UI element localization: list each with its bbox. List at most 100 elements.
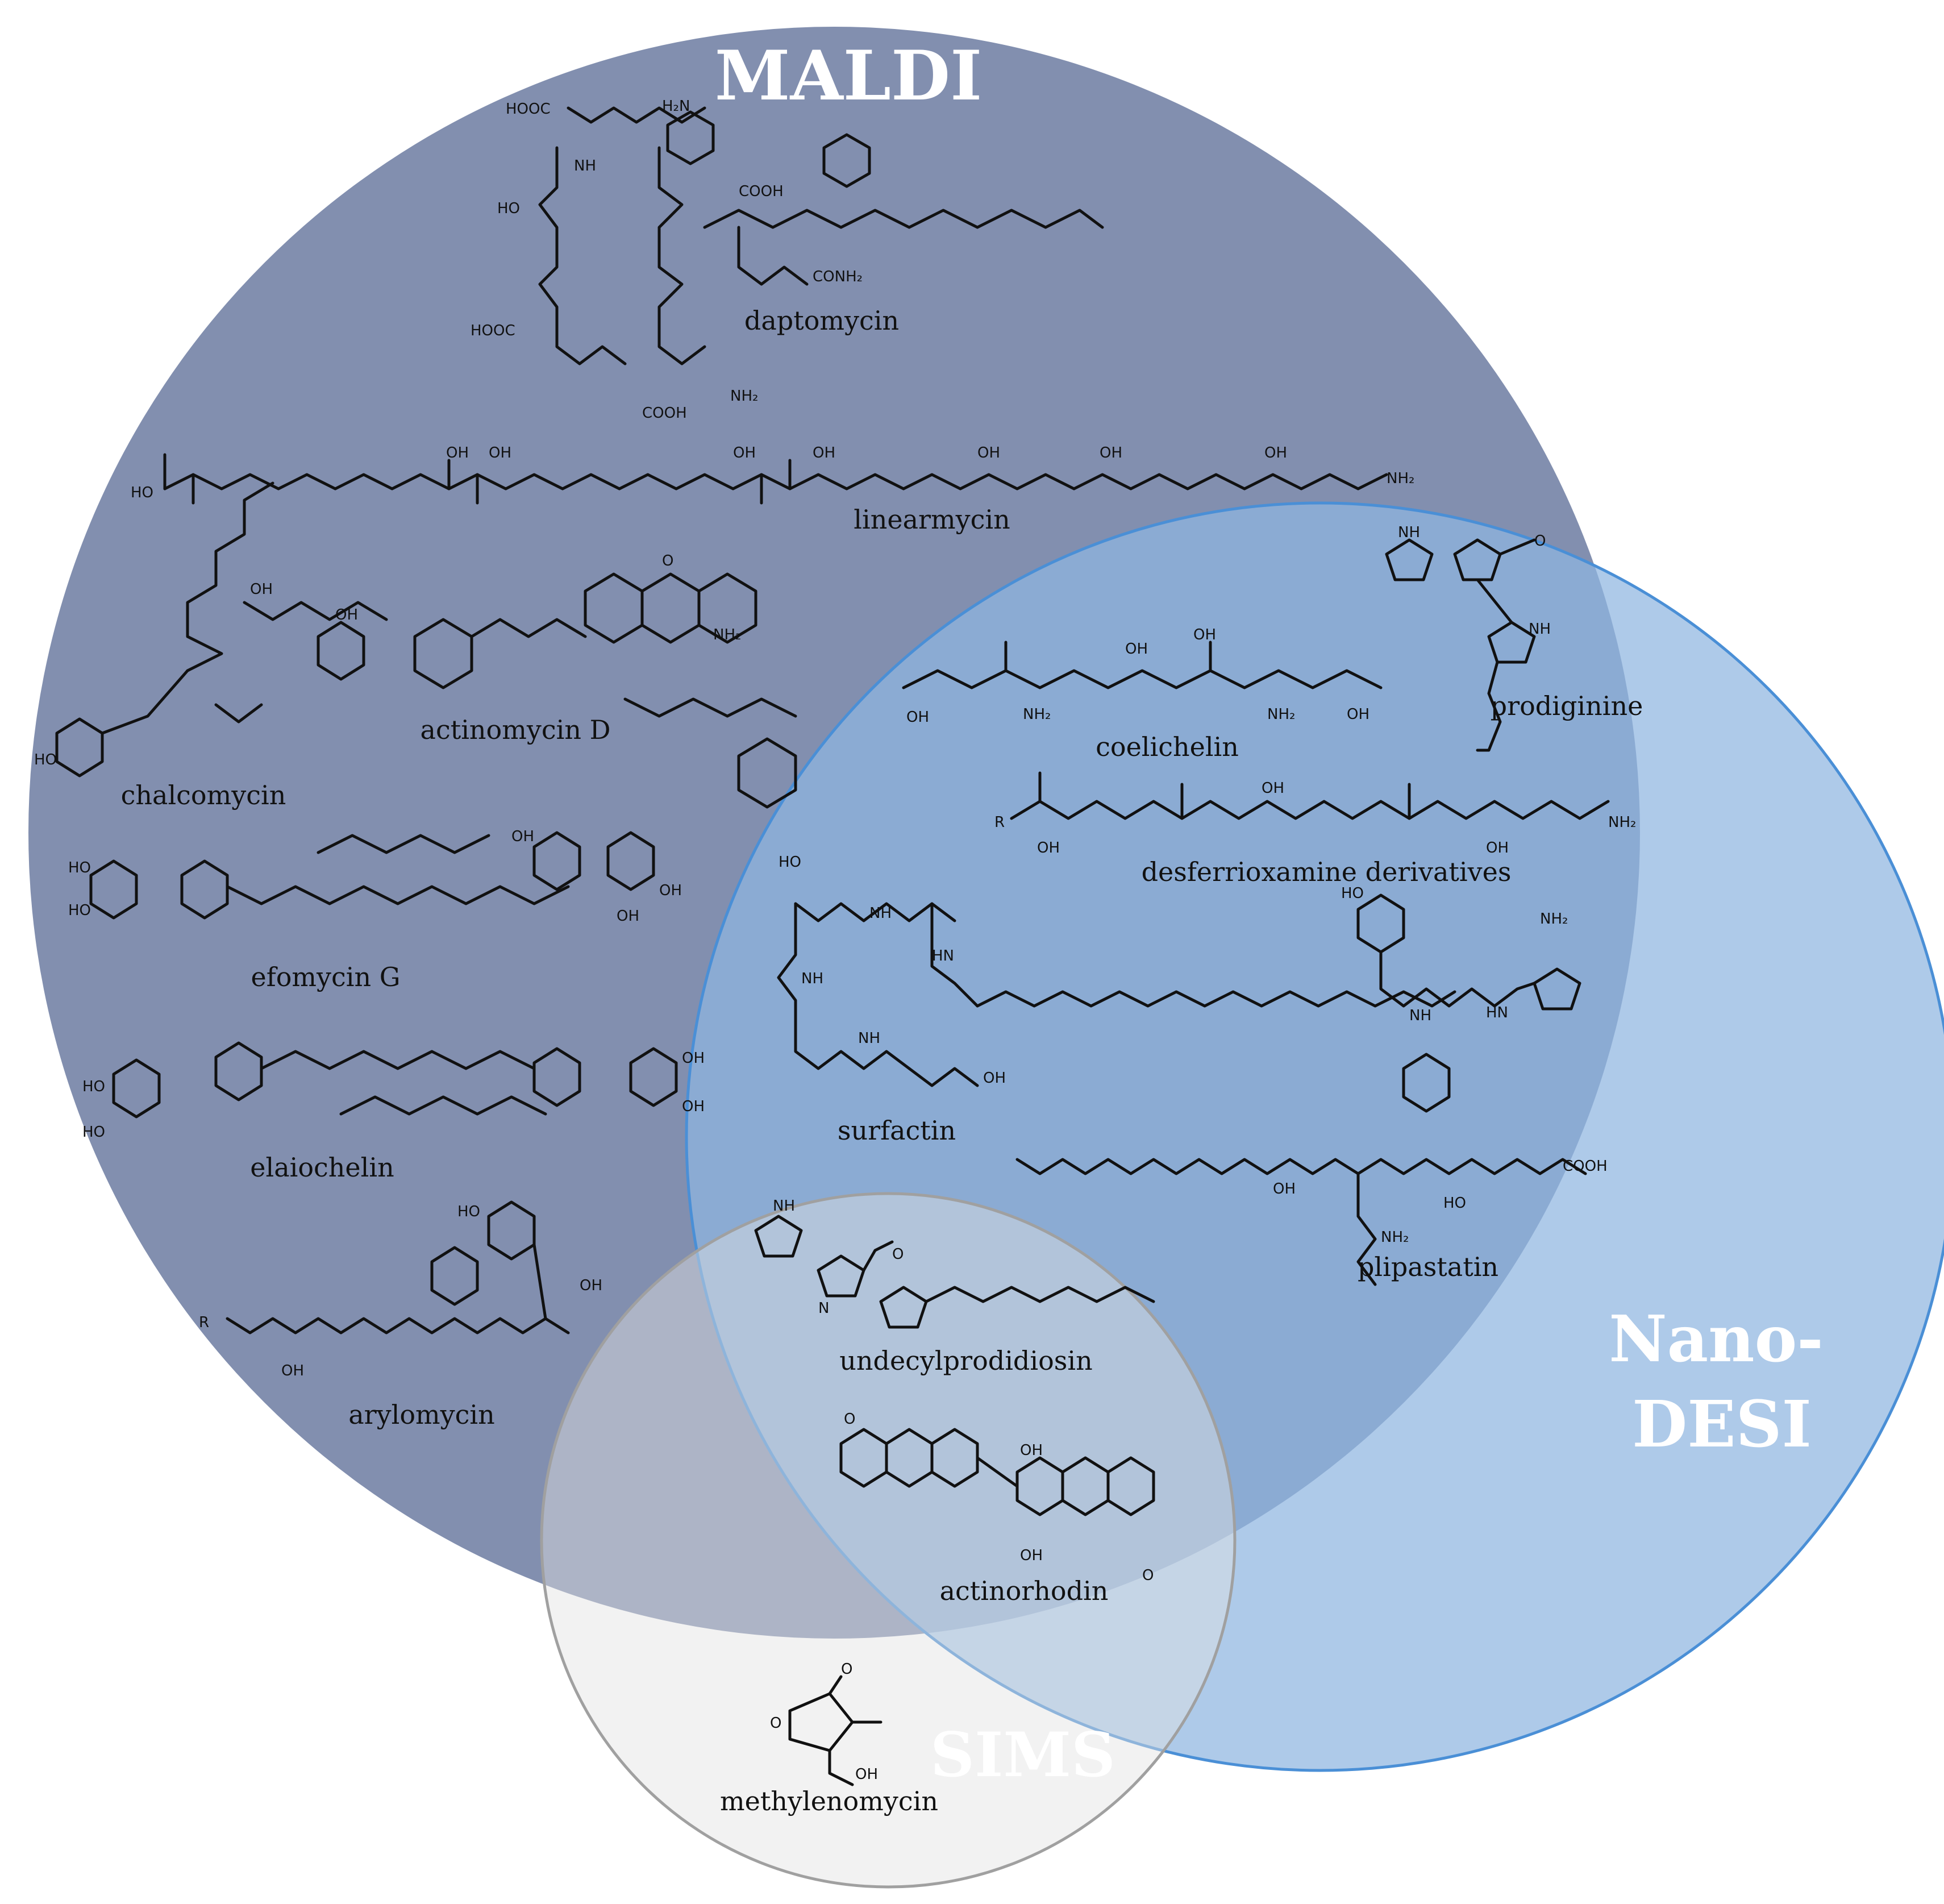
atom-hooc-1: HOOC — [506, 101, 551, 118]
prodiginine-structure — [1385, 538, 1536, 752]
atom-r-des: R — [994, 814, 1005, 831]
actinorhodin-structure — [839, 1428, 1155, 1516]
coelichelin-structure — [902, 641, 1383, 689]
atom-cooh-2: COOH — [642, 405, 687, 422]
atom-o-actr-1: O — [844, 1411, 855, 1428]
atom-nh-pli-1: NH — [1409, 1007, 1431, 1024]
atom-hn-pli-1: HN — [1486, 1004, 1508, 1021]
atom-oh-efo-2: OH — [659, 882, 682, 899]
sims-label: SIMS — [930, 1719, 1115, 1791]
atom-nh2-act: NH₂ — [713, 626, 741, 643]
atom-ho-ela-2: HO — [82, 1124, 105, 1141]
atom-o-prod: O — [1534, 533, 1546, 550]
atom-hn-sur-1: HN — [932, 947, 954, 965]
atom-oh-actr-1: OH — [1020, 1442, 1043, 1459]
atom-oh-des-2: OH — [1262, 780, 1284, 797]
atom-nh2-coe-2: NH₂ — [1267, 706, 1295, 723]
atom-ho-pli: HO — [1341, 885, 1364, 902]
actinomycin-d-label: actinomycin D — [421, 714, 611, 745]
atom-conh2-1: CONH₂ — [813, 268, 863, 285]
nanodesi-circle — [685, 501, 1944, 1772]
coelichelin-label: coelichelin — [1096, 731, 1239, 762]
atom-ho-lin: HO — [131, 484, 153, 501]
surfactin-structure — [777, 902, 1456, 1087]
atom-oh-chal-1: OH — [250, 581, 273, 598]
atom-oh-meth: OH — [855, 1766, 878, 1783]
atom-o-meth-2: O — [770, 1715, 781, 1732]
atom-oh-coe-2: OH — [1125, 641, 1148, 658]
atom-o-und: O — [892, 1246, 904, 1263]
maldi-label: MALDI — [715, 36, 983, 116]
linearmycin-label: linearmycin — [854, 504, 1010, 535]
atom-nh-sur-3: NH — [858, 1030, 880, 1047]
plipastatin-label: plipastatin — [1358, 1252, 1498, 1282]
elaiochelin-structure — [112, 1041, 678, 1119]
atom-n-und: N — [818, 1300, 829, 1317]
atom-ho-chal: HO — [34, 751, 57, 768]
nanodesi-label-line1: Nano- — [1609, 1302, 1824, 1377]
atom-oh-efo-3: OH — [617, 908, 639, 925]
atom-oh-ary-1: OH — [281, 1362, 304, 1379]
atom-ho-pli-2: HO — [1443, 1195, 1466, 1212]
nanodesi-label-line2: DESI — [1632, 1387, 1812, 1462]
atom-nh2-pli-1: NH₂ — [1540, 911, 1568, 928]
atom-oh-ela-2: OH — [682, 1098, 705, 1115]
methylenomycin-label: methylenomycin — [720, 1786, 938, 1816]
atom-oh-lin-3: OH — [733, 444, 756, 462]
actinorhodin-label: actinorhodin — [940, 1575, 1109, 1606]
atom-nh2-1: NH₂ — [730, 388, 758, 405]
sims-circle — [540, 1192, 1237, 1889]
atom-nh2-coe-1: NH₂ — [1023, 706, 1051, 723]
atom-oh-ela-1: OH — [682, 1050, 705, 1067]
atom-nh-1: NH — [574, 157, 596, 174]
atom-cooh-pli: COOH — [1563, 1158, 1608, 1175]
atom-oh-pli-1: OH — [1273, 1180, 1296, 1198]
atom-nh2-lin: NH₂ — [1387, 470, 1414, 487]
daptomycin-label: daptomycin — [744, 305, 899, 336]
atom-oh-sur-2: OH — [983, 1070, 1006, 1087]
arylomycin-label: arylomycin — [348, 1399, 495, 1430]
atom-ho-ary: HO — [457, 1203, 480, 1220]
atom-oh-lin-7: OH — [1264, 444, 1287, 462]
chalcomycin-structure — [55, 481, 388, 778]
atom-ho-efo-1: HO — [68, 859, 91, 876]
atom-o-meth-1: O — [841, 1661, 852, 1678]
atom-nh-prod-1: NH — [1398, 524, 1420, 541]
atom-oh-lin-4: OH — [813, 444, 835, 462]
arylomycin-structure — [226, 1200, 570, 1335]
atom-r-ary: R — [199, 1314, 209, 1331]
efomycin-g-label: efomycin G — [251, 962, 400, 992]
undecylprodidiosin-label: undecylprodidiosin — [839, 1345, 1092, 1376]
daptomycin-structure — [538, 106, 1104, 365]
atom-nh-prod-2: NH — [1529, 621, 1551, 638]
atom-nh2-des: NH₂ — [1608, 814, 1636, 831]
atom-ho-efo-2: HO — [68, 902, 91, 919]
actinomycin-d-structure — [413, 572, 797, 809]
undecylprodidiosin-structure — [754, 1215, 1155, 1329]
atom-oh-sur-1: HO — [779, 854, 801, 871]
atom-hooc-2: HOOC — [471, 322, 515, 339]
prodiginine-label: prodiginine — [1491, 691, 1643, 721]
atom-oh-lin-6: OH — [1100, 444, 1122, 462]
atom-oh-1: HO — [497, 200, 520, 217]
atom-nh-sur-2: NH — [801, 970, 823, 987]
elaiochelin-label: elaiochelin — [250, 1152, 394, 1183]
desferrioxamine-structure — [1010, 771, 1610, 820]
atom-oh-chal-2: OH — [335, 606, 358, 623]
atom-oh-ary-2: OH — [580, 1277, 602, 1294]
atom-oh-coe-4: OH — [1347, 706, 1369, 723]
linearmycin-structure — [163, 453, 1388, 505]
methylenomycin-structure — [788, 1675, 882, 1786]
atom-oh-lin-2: OH — [489, 444, 511, 462]
atom-o-actr-2: O — [1142, 1567, 1154, 1584]
plipastatin-structure — [1015, 893, 1587, 1286]
chalcomycin-label: chalcomycin — [121, 780, 286, 810]
atom-nh-sur-1: NH — [869, 905, 892, 922]
atom-nh2-pli-2: NH₂ — [1381, 1229, 1409, 1246]
atom-ho-ela-1: HO — [82, 1078, 105, 1095]
efomycin-g-structure — [89, 831, 655, 920]
atom-o-act: O — [662, 552, 673, 569]
atom-oh-lin-1: OH — [446, 444, 469, 462]
desferrioxamine-label: desferrioxamine derivatives — [1142, 857, 1512, 887]
